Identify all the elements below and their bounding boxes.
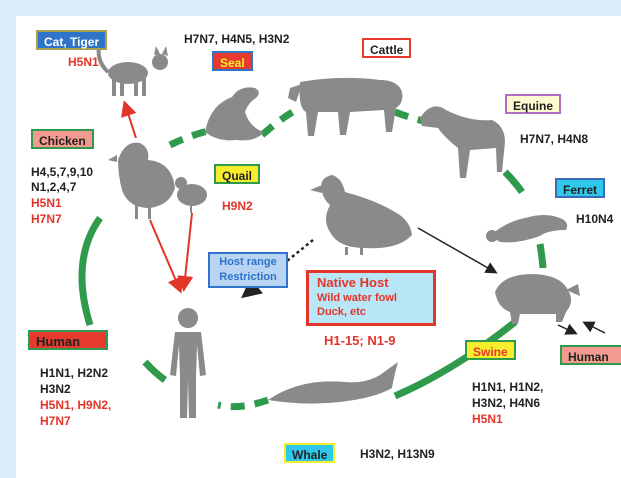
label-cattle: Cattle bbox=[362, 38, 411, 58]
arrow-swine-to-human bbox=[558, 325, 575, 333]
swine-subtypes-2: H3N2, H4N6 bbox=[472, 396, 540, 411]
cycle-segment-whale-human bbox=[218, 400, 268, 407]
arrow-duck-to-swine bbox=[418, 228, 495, 272]
cycle-segment-chicken-human bbox=[82, 218, 100, 325]
cat-tiger-subtypes: H5N1 bbox=[68, 55, 99, 70]
cow-icon bbox=[288, 78, 402, 136]
label-chicken: Chicken bbox=[31, 129, 94, 149]
arrow-human-to-swine bbox=[585, 323, 605, 333]
label-ferret: Ferret bbox=[555, 178, 605, 198]
equine-subtypes: H7N7, H4N8 bbox=[520, 132, 588, 147]
ferret-icon bbox=[486, 215, 567, 242]
chicken-subtypes-3: H5N1 bbox=[31, 196, 62, 211]
seal-icon bbox=[205, 87, 264, 140]
chicken-subtypes-1: H4,5,7,9,10 bbox=[31, 165, 93, 180]
cycle-segment-equine-ferret bbox=[505, 172, 522, 192]
host-range-line-1: Host range bbox=[210, 255, 286, 270]
quail-icon bbox=[175, 177, 207, 213]
chicken-icon bbox=[108, 143, 175, 219]
swine-subtypes-3: H5N1 bbox=[472, 412, 503, 427]
human-subtypes-4: H7N7 bbox=[40, 414, 71, 429]
label-swine: Swine bbox=[465, 340, 516, 360]
host-range-box: Host range Restriction bbox=[208, 252, 288, 288]
horse-icon bbox=[420, 106, 505, 178]
native-host-box: Native Host Wild water fowl Duck, etc bbox=[306, 270, 436, 326]
label-quail: Quail bbox=[214, 164, 260, 184]
arrow-quail-to-human bbox=[184, 213, 192, 288]
cat-icon bbox=[99, 42, 168, 96]
label-cat-tiger: Cat, Tiger bbox=[36, 30, 107, 50]
human-subtypes-2: H3N2 bbox=[40, 382, 71, 397]
cycle-segment-ferret-swine bbox=[540, 244, 543, 268]
label-human-left: Human bbox=[28, 330, 108, 350]
chicken-subtypes-2: N1,2,4,7 bbox=[31, 180, 76, 195]
native-host-subtypes: H1-15; N1-9 bbox=[324, 333, 396, 348]
ferret-subtypes: H10N4 bbox=[576, 212, 613, 227]
native-host-line-1: Wild water fowl bbox=[317, 291, 425, 305]
human-icon bbox=[170, 308, 206, 418]
arrow-chicken-to-human bbox=[150, 220, 180, 290]
cycle-segment-human-lower bbox=[145, 362, 165, 380]
seal-subtypes: H7N7, H4N5, H3N2 bbox=[184, 32, 289, 47]
quail-subtypes: H9N2 bbox=[222, 199, 253, 214]
label-equine: Equine bbox=[505, 94, 561, 114]
label-human-right: Human bbox=[560, 345, 621, 365]
native-host-line-2: Duck, etc bbox=[317, 305, 425, 319]
human-subtypes-1: H1N1, H2N2 bbox=[40, 366, 108, 381]
chicken-subtypes-4: H7N7 bbox=[31, 212, 62, 227]
whale-subtypes: H3N2, H13N9 bbox=[360, 447, 435, 462]
host-range-line-2: Restriction bbox=[210, 270, 286, 285]
native-host-title: Native Host bbox=[317, 275, 425, 291]
duck-icon bbox=[310, 175, 412, 255]
human-subtypes-3: H5N1, H9N2, bbox=[40, 398, 111, 413]
cycle-segment-seal-cattle bbox=[262, 108, 300, 135]
label-seal: Seal bbox=[212, 51, 253, 71]
swine-subtypes-1: H1N1, H1N2, bbox=[472, 380, 543, 395]
arrow-chicken-to-cat bbox=[125, 104, 136, 138]
whale-icon bbox=[268, 362, 398, 404]
pig-icon bbox=[495, 274, 580, 324]
label-whale: Whale bbox=[284, 443, 335, 463]
